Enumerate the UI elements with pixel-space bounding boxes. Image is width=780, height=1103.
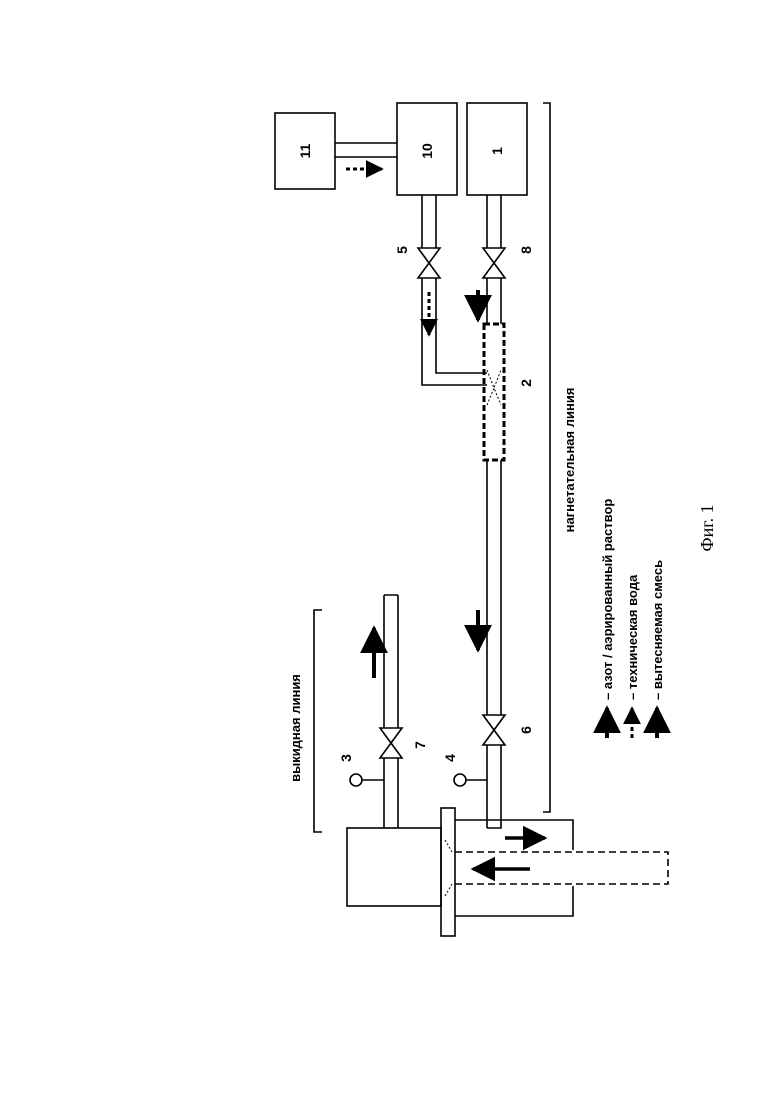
discharge-bracket [314, 610, 322, 832]
label-valve-8: 8 [518, 246, 534, 254]
label-unit-1: 1 [489, 147, 505, 155]
legend: – азот / аэрированный раствор – техничес… [600, 499, 665, 738]
injection-pipe-bottom [487, 460, 501, 828]
injection-bracket [543, 103, 550, 812]
valve-7 [380, 728, 402, 758]
label-valve-6: 6 [518, 726, 534, 734]
label-gauge-3: 3 [338, 754, 354, 762]
label-valve-5: 5 [394, 246, 410, 254]
gauge-4 [454, 774, 466, 786]
label-gauge-4: 4 [442, 754, 458, 762]
valve-5 [418, 248, 440, 278]
valve-8 [483, 248, 505, 278]
flange-dashed-seal [445, 840, 452, 896]
mixer-2-nozzle [487, 370, 501, 405]
wellhead-flange [441, 808, 455, 936]
discharge-line-label: выкидная линия [288, 674, 303, 782]
label-unit-11: 11 [297, 143, 313, 158]
legend-item-water: – техническая вода [625, 574, 640, 700]
label-unit-10: 10 [419, 143, 435, 159]
label-mixer-2: 2 [518, 379, 534, 387]
legend-item-nitrogen: – азот / аэрированный раствор [600, 499, 615, 700]
injection-line-label: нагнетательная линия [562, 388, 577, 533]
figure-caption: Фиг. 1 [697, 504, 717, 551]
gauge-3 [350, 774, 362, 786]
label-valve-7: 7 [412, 741, 428, 749]
legend-item-displaced: – вытесняемая смесь [650, 560, 665, 700]
mixer-2 [484, 324, 504, 460]
wellhead-head [347, 828, 441, 906]
valve-6 [483, 715, 505, 745]
discharge-pipe [384, 595, 398, 828]
injection-pipe-top [487, 195, 501, 324]
